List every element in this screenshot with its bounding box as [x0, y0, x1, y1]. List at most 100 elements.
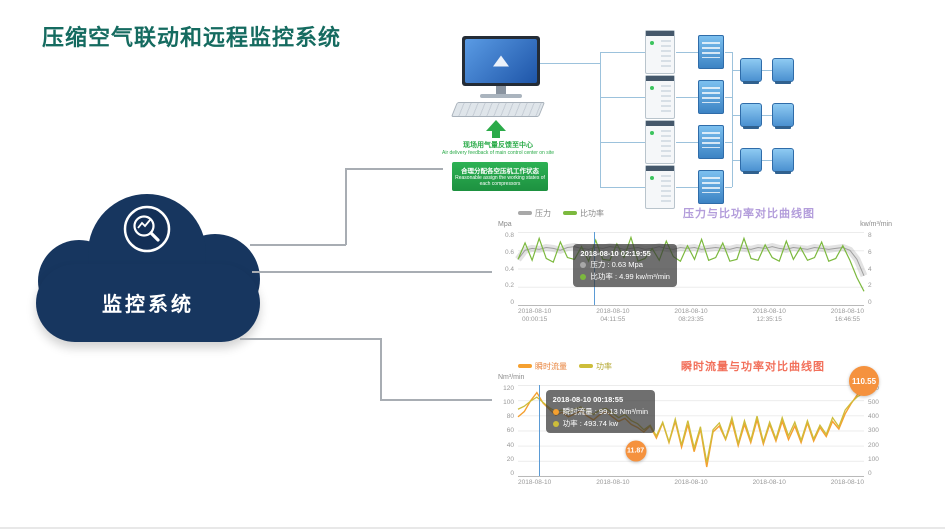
feedback-caption-en: Air delivery feedback of main control ce…: [442, 150, 554, 156]
status-led: [650, 176, 654, 180]
tick-label: 0.6: [504, 248, 514, 256]
tick-label: 400: [868, 413, 879, 421]
wire: [676, 97, 698, 98]
tooltip-row: 功率 : 493.74 kw: [552, 418, 648, 430]
y-axis-ticks-right: 6005004003002001000: [864, 385, 894, 477]
compressor-cabinet: [645, 75, 675, 119]
tick-label: 2018-08-10: [518, 479, 552, 486]
connector-line: [345, 168, 443, 170]
monitor-base: [480, 94, 522, 98]
tooltip: 2018-08-10 00:18:55 瞬时流量 : 99.13 Nm³/min…: [545, 390, 656, 434]
page-title: 压缩空气联动和远程监控系统: [42, 25, 342, 50]
tick-label: 2018-08-10: [752, 479, 786, 486]
tick-label: 0: [510, 469, 514, 477]
cloud-label: 监控系统: [102, 294, 194, 316]
monitor-screen: [465, 39, 537, 83]
wire: [676, 142, 698, 143]
tick-label: 2018-08-10: [674, 479, 708, 486]
legend-item-flow[interactable]: 瞬时流量: [518, 361, 567, 372]
tick-label: 0.8: [504, 232, 514, 239]
wire: [762, 160, 772, 161]
legend-label: 瞬时流量: [535, 361, 567, 371]
wire: [600, 142, 645, 143]
tick-label: 0.4: [504, 265, 514, 273]
chart-title: 瞬时流量与功率对比曲线图: [681, 361, 825, 373]
series-dot-icon: [580, 273, 587, 280]
plot-area[interactable]: 2018-08-10 02:19:55 压力 : 0.63 Mpa 比功率 : …: [518, 232, 864, 306]
tooltip-value: 功率 : 493.74 kw: [562, 418, 619, 428]
legend-label: 压力: [535, 208, 551, 218]
up-arrow-icon: [492, 131, 500, 138]
tooltip-value: 瞬时流量 : 99.13 Nm³/min: [562, 407, 649, 417]
air-dryer-unit: [698, 170, 724, 204]
magnifier-chart-icon: [123, 205, 171, 253]
series-dot-icon: [552, 408, 559, 415]
connector-line: [380, 399, 492, 401]
tooltip-row: 瞬时流量 : 99.13 Nm³/min: [552, 406, 649, 418]
wire: [676, 52, 698, 53]
air-treatment-device: [740, 148, 762, 174]
tick-label: 40: [506, 441, 514, 449]
wire: [732, 115, 740, 116]
tick-label: 2018-08-10 12:35:15: [752, 308, 786, 324]
feedback-caption: 现场用气量反馈至中心 Air delivery feedback of main…: [440, 140, 556, 156]
wire: [732, 160, 740, 161]
air-dryer-unit: [698, 35, 724, 69]
legend-marker-icon: [518, 211, 532, 215]
tick-label: 20: [506, 455, 514, 463]
computer-monitor: [462, 36, 540, 86]
status-led: [650, 41, 654, 45]
wire: [600, 52, 645, 53]
tooltip-timestamp: 2018-08-10 02:19:55: [580, 248, 651, 258]
x-axis-ticks: 2018-08-10 2018-08-10 2018-08-10 2018-08-10…: [492, 477, 894, 487]
tick-label: 8: [868, 232, 872, 239]
compressor-cabinet: [645, 165, 675, 209]
connector-line: [240, 338, 381, 340]
tick-label: 4: [868, 265, 872, 273]
plot-area[interactable]: 2018-08-10 00:18:55 瞬时流量 : 99.13 Nm³/min…: [518, 366, 879, 477]
y-axis-label-right: kw/m³/min: [860, 221, 892, 228]
min-value-badge: 11.87: [625, 440, 647, 462]
air-treatment-device: [772, 58, 794, 84]
tick-label: 0: [510, 299, 514, 306]
tick-label: 500: [868, 399, 879, 407]
crosshair-line: [538, 385, 540, 476]
system-diagram: 现场用气量反馈至中心 Air delivery feedback of main…: [440, 20, 910, 218]
air-dryer-unit: [698, 80, 724, 114]
status-led: [650, 86, 654, 90]
wire: [540, 63, 600, 64]
screen-logo-icon: [493, 55, 509, 67]
tick-label: 0: [868, 469, 872, 477]
legend-item-specific-power[interactable]: 比功率: [563, 208, 604, 219]
wire: [600, 97, 645, 98]
max-value-badge: 110.55: [849, 366, 879, 397]
wire: [600, 52, 601, 187]
connector-line: [345, 168, 347, 245]
wire: [725, 52, 732, 53]
y-axis-label-left: Mpa: [498, 221, 512, 228]
legend-item-pressure[interactable]: 压力: [518, 208, 551, 219]
tooltip-row: 压力 : 0.63 Mpa: [580, 259, 670, 271]
legend-marker-icon: [563, 211, 577, 215]
chart-title: 压力与比功率对比曲线图: [683, 208, 815, 220]
connector-line: [250, 244, 346, 246]
y-axis-label-left: Nm³/min: [498, 374, 525, 381]
wire: [600, 187, 645, 188]
air-treatment-device: [772, 103, 794, 129]
tick-label: 2018-08-10: [596, 479, 630, 486]
tick-label: 80: [506, 413, 514, 421]
air-treatment-device: [740, 103, 762, 129]
compressor-cabinet: [645, 30, 675, 74]
tick-label: 60: [506, 427, 514, 435]
tick-label: 6: [868, 248, 872, 256]
legend-item-power[interactable]: 功率: [579, 361, 612, 372]
legend-marker-icon: [518, 364, 532, 368]
connector-line: [252, 271, 492, 273]
wire: [725, 97, 732, 98]
keyboard: [450, 102, 546, 117]
